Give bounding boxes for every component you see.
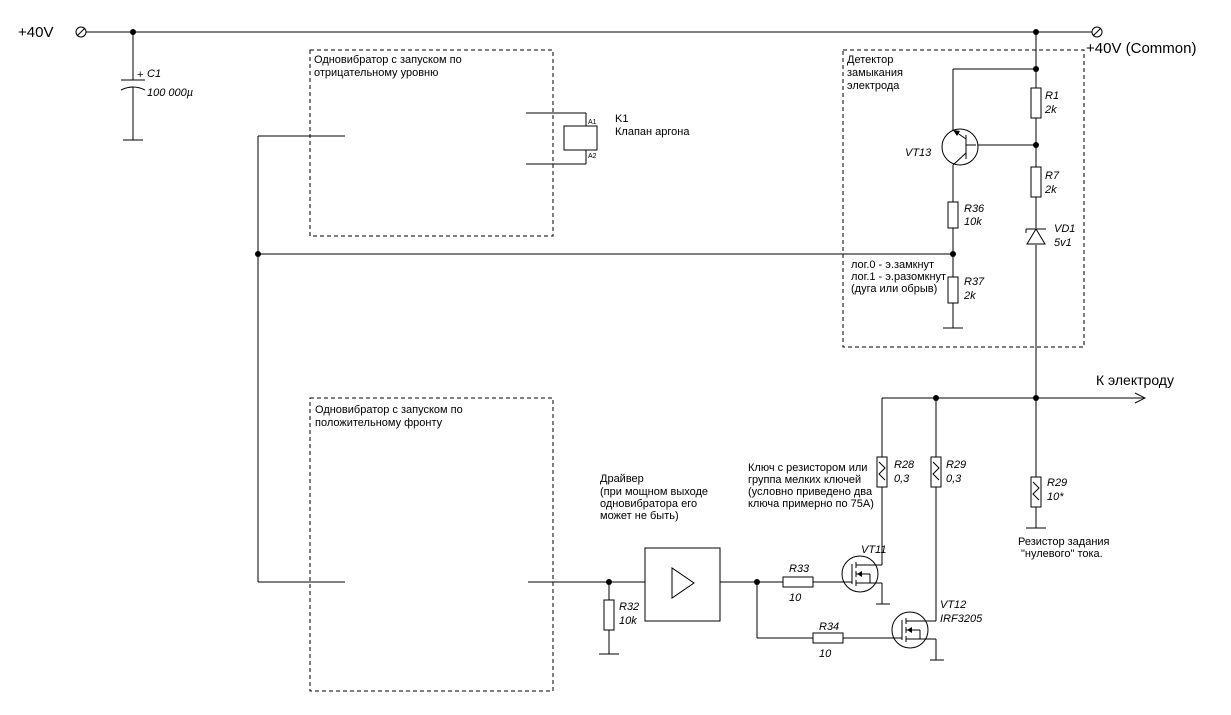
driver-note-line4: может не быть) [600, 510, 679, 522]
k1-pin1: A1 [588, 119, 597, 126]
mosfet-vt11 [841, 487, 890, 605]
r1-value: 2k [1044, 104, 1057, 116]
switch-note-line4: ключа примерно по 75А) [748, 498, 874, 510]
r29b-name: R29 [1047, 477, 1067, 489]
resistor-r7 [1030, 166, 1042, 198]
r1-name: R1 [1045, 90, 1059, 102]
r7-name: R7 [1045, 170, 1060, 182]
detector-line3: электрода [847, 80, 900, 92]
resistor-r1 [1030, 87, 1042, 119]
oneshot-negative-line1: Одновибратор с запуском по [314, 54, 462, 66]
r7-value: 2k [1044, 184, 1057, 196]
r33-name: R33 [789, 563, 810, 575]
k1-name: K1 [615, 113, 628, 125]
detector-line2: замыкания [847, 67, 903, 79]
switch-note-line3: (условно приведено два [748, 486, 873, 498]
vt12-name: VT12 [940, 599, 966, 611]
detector-wiring [943, 32, 1039, 398]
switch-note-line1: Ключ с резистором или [748, 462, 867, 474]
r29b-value: 10* [1047, 491, 1064, 503]
logic-note-line3: (дуга или обрыв) [851, 283, 937, 295]
vd1-value: 5v1 [1054, 237, 1072, 249]
oneshot-positive-line2: положительному фронту [315, 417, 443, 429]
vd1-name: VD1 [1054, 223, 1075, 235]
resistor-r28 [876, 456, 888, 488]
control-wiring [255, 135, 956, 583]
gate-wiring [528, 579, 893, 655]
driver-note-line1: Драйвер [600, 473, 644, 485]
r32-name: R32 [619, 601, 639, 613]
zero-current-note-line2: "нулевого" тока. [1021, 548, 1103, 560]
vt13-name: VT13 [905, 147, 932, 159]
switch-note-line2: группа мелких ключей [748, 474, 861, 486]
zero-current-note-line1: Резистор задания [1018, 536, 1110, 548]
power-rail [75, 26, 1103, 38]
electrode-label: К электроду [1096, 372, 1174, 388]
oneshot-negative-line2: отрицательному уровню [314, 67, 438, 79]
r37-name: R37 [964, 276, 985, 288]
transistor-vt13 [941, 128, 979, 166]
k1-pin2: A2 [588, 153, 597, 160]
c1-name: C1 [147, 68, 161, 80]
resistor-r29-shunt [930, 456, 942, 488]
driver-block [644, 547, 721, 622]
power-right-label: +40V (Common) [1086, 40, 1196, 57]
resistor-r34 [812, 632, 844, 644]
capacitor-c1: + [120, 32, 146, 141]
driver-note-line2: (при мощном выходе [600, 486, 708, 498]
resistor-r32 [603, 599, 615, 631]
r34-value: 10 [819, 648, 832, 660]
mosfet-vt12 [891, 487, 944, 661]
resistor-r36 [947, 201, 959, 229]
resistor-r33 [782, 576, 814, 588]
r33-value: 10 [789, 592, 802, 604]
r36-name: R36 [964, 203, 985, 215]
r32-value: 10k [619, 615, 637, 627]
k1-value: Клапан аргона [615, 126, 690, 138]
c1-value: 100 000µ [147, 87, 193, 99]
electrode-output [881, 392, 1147, 529]
logic-note-line2: лог.1 - э.разомкнут [851, 271, 946, 283]
vt11-name: VT11 [861, 544, 886, 556]
oneshot-positive-line1: Одновибратор с запуском по [315, 404, 463, 416]
driver-note-line3: одновибратора его [600, 498, 697, 510]
logic-note-line1: лог.0 - э.замкнут [851, 259, 934, 271]
resistor-r29-zero [1030, 476, 1042, 508]
r29a-value: 0,3 [946, 473, 962, 485]
zener-vd1 [1025, 228, 1046, 245]
oneshot-negative-box [309, 49, 554, 237]
r34-name: R34 [819, 621, 839, 633]
relay-k1 [526, 112, 598, 165]
detector-box [842, 49, 1085, 348]
oneshot-positive-box [309, 397, 554, 692]
vt12-value: IRF3205 [940, 613, 983, 625]
r28-name: R28 [894, 459, 915, 471]
svg-text:+: + [137, 69, 143, 81]
resistor-r37 [947, 276, 959, 304]
power-left-label: +40V [18, 24, 53, 41]
r29a-name: R29 [946, 459, 966, 471]
detector-line1: Детектор [847, 54, 893, 66]
r28-value: 0,3 [894, 473, 910, 485]
r37-value: 2k [963, 290, 976, 302]
r36-value: 10k [964, 216, 982, 228]
